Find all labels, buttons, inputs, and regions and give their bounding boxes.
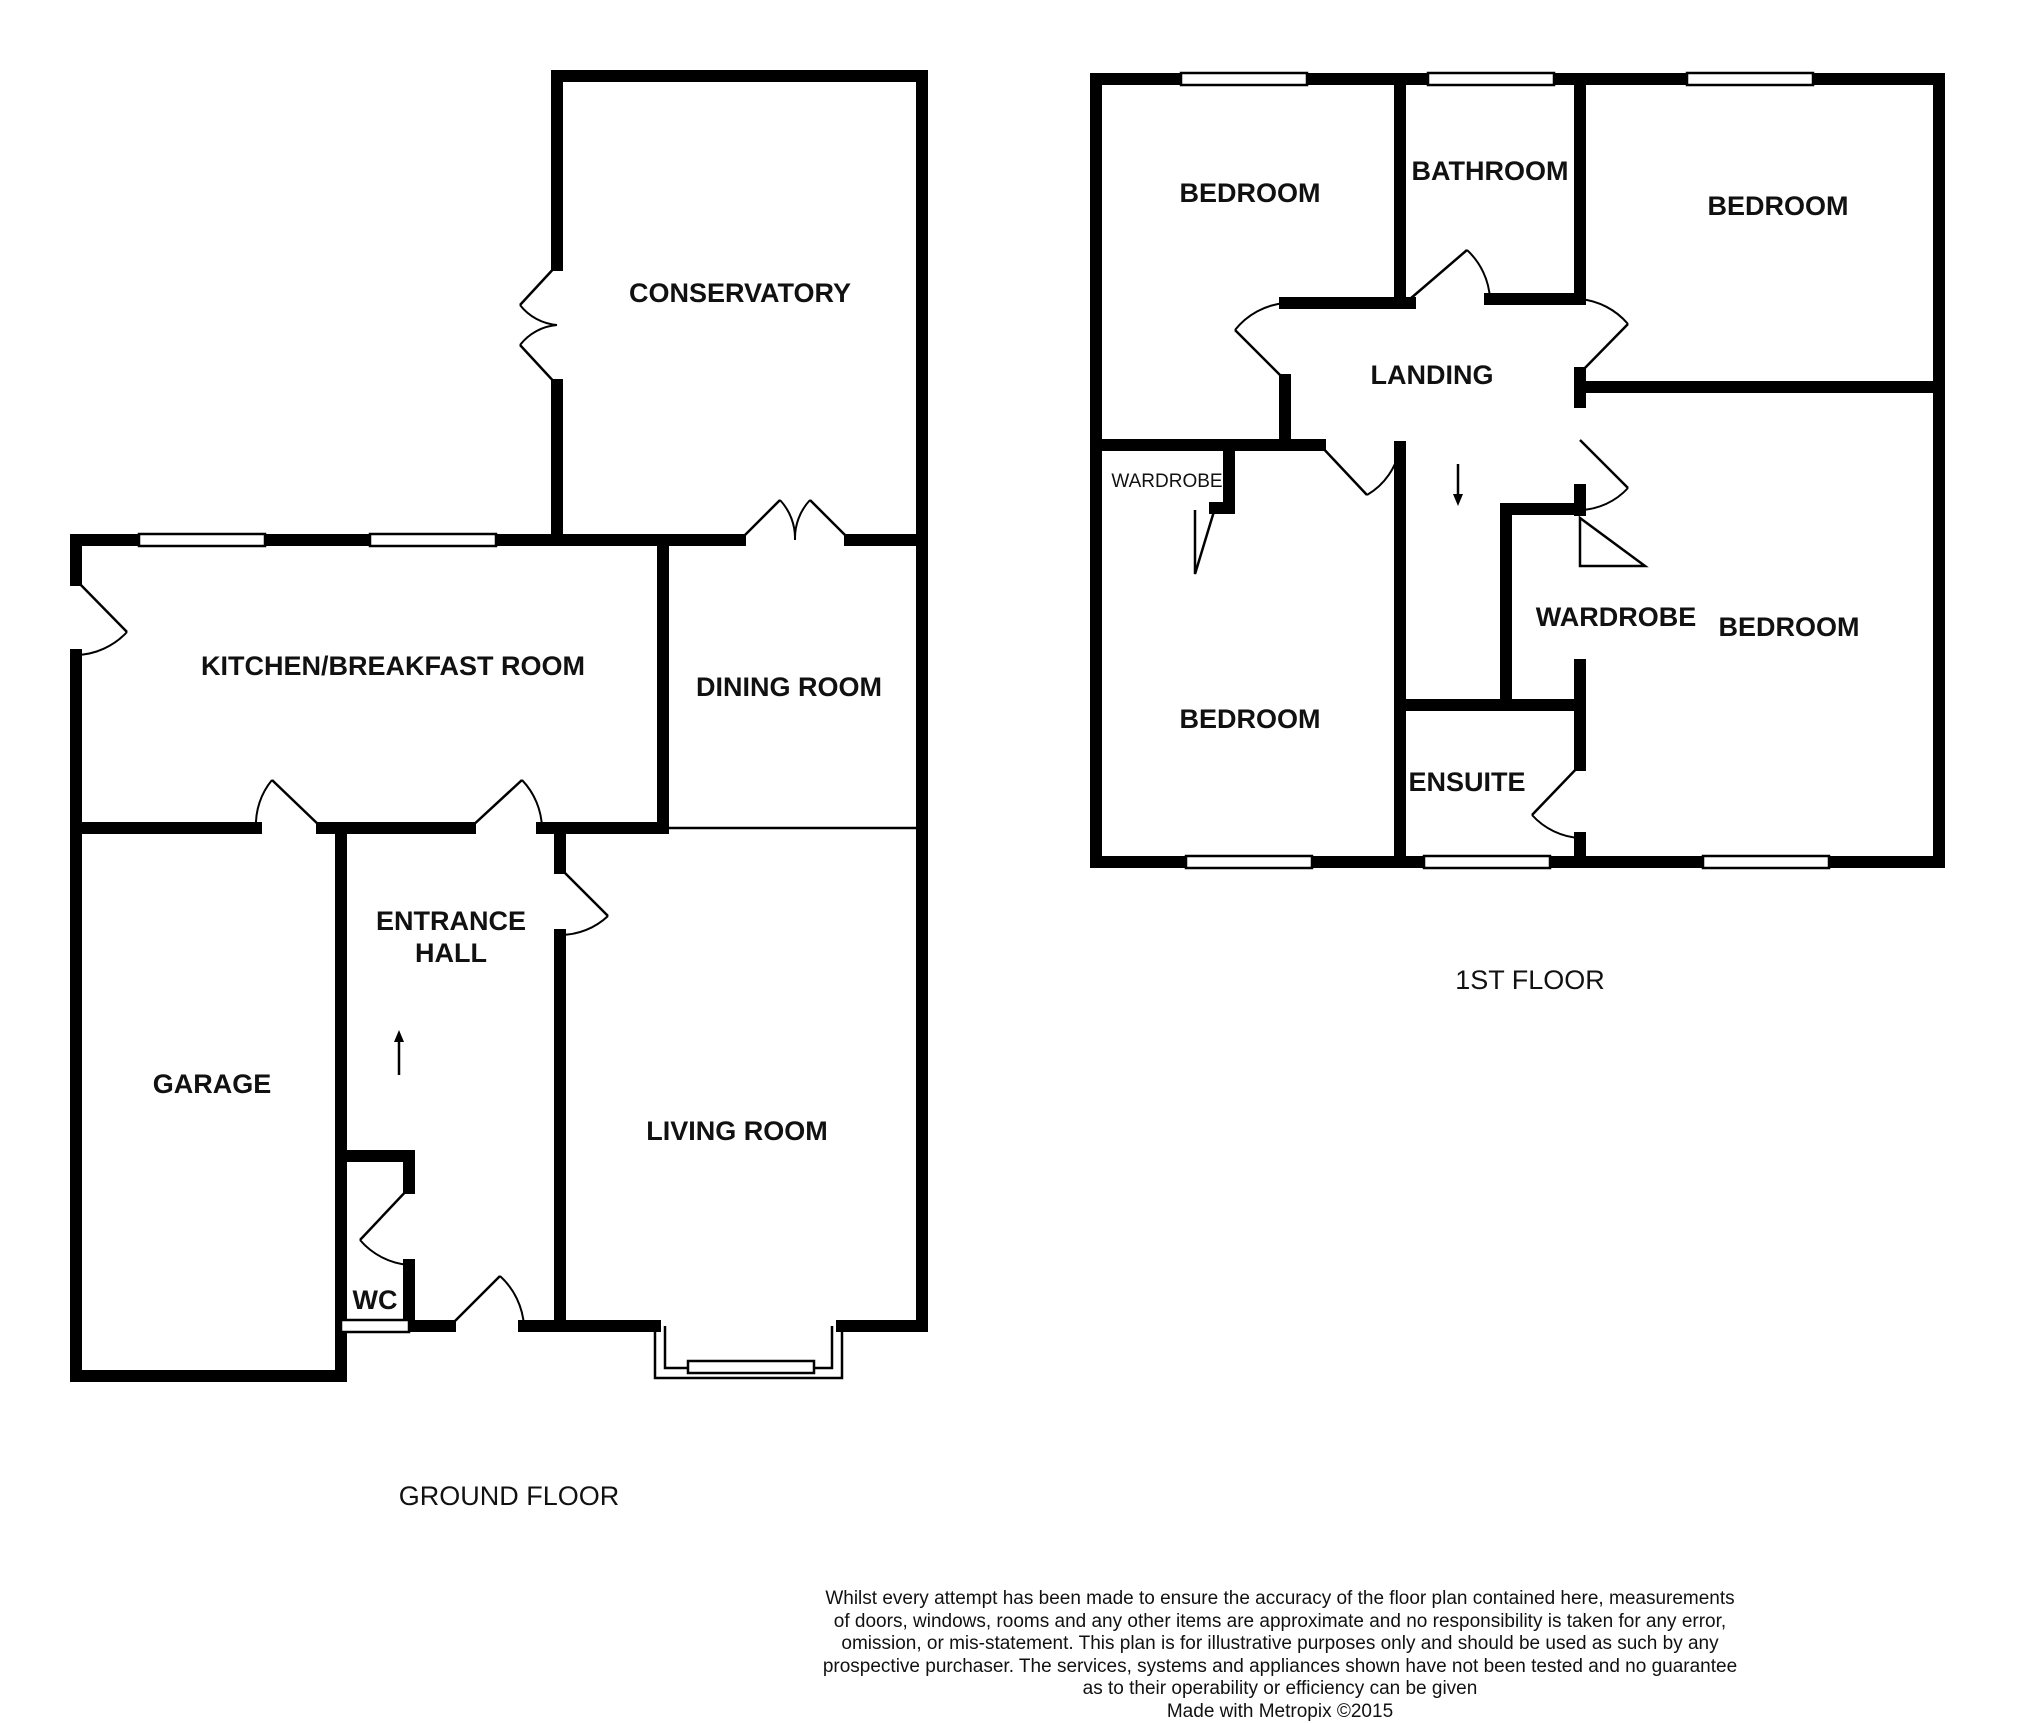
bedroom-2-label: BEDROOM (1708, 191, 1849, 221)
entrance-hall-label-line2: HALL (415, 938, 487, 968)
ground-floor-plan (76, 76, 922, 1378)
kitchen-label: KITCHEN/BREAKFAST ROOM (201, 651, 585, 681)
bedroom-4-label: BEDROOM (1180, 704, 1321, 734)
garage-label: GARAGE (153, 1069, 272, 1099)
conservatory-label: CONSERVATORY (629, 278, 851, 308)
living-room-label: LIVING ROOM (646, 1116, 828, 1146)
wc-label: WC (353, 1285, 398, 1315)
bathroom-label: BATHROOM (1412, 156, 1569, 186)
first-floor-label: 1ST FLOOR (1455, 965, 1605, 995)
bedroom-3-label: BEDROOM (1719, 612, 1860, 642)
dining-room-label: DINING ROOM (696, 672, 882, 702)
bedroom-1-label: BEDROOM (1180, 178, 1321, 208)
disclaimer-line: of doors, windows, rooms and any other i… (780, 1611, 1780, 1634)
disclaimer-line: omission, or mis-statement. This plan is… (780, 1633, 1780, 1656)
disclaimer-line: Whilst every attempt has been made to en… (780, 1588, 1780, 1611)
ground-floor-label: GROUND FLOOR (399, 1481, 620, 1511)
disclaimer-line: as to their operability or efficiency ca… (780, 1678, 1780, 1701)
entrance-hall-label-line1: ENTRANCE (376, 906, 526, 936)
wardrobe-small-label: WARDROBE (1111, 471, 1222, 492)
wardrobe-label: WARDROBE (1536, 602, 1697, 632)
disclaimer: Whilst every attempt has been made to en… (780, 1588, 1780, 1723)
landing-label: LANDING (1371, 360, 1494, 390)
ensuite-label: ENSUITE (1408, 767, 1525, 797)
disclaimer-line: prospective purchaser. The services, sys… (780, 1656, 1780, 1679)
